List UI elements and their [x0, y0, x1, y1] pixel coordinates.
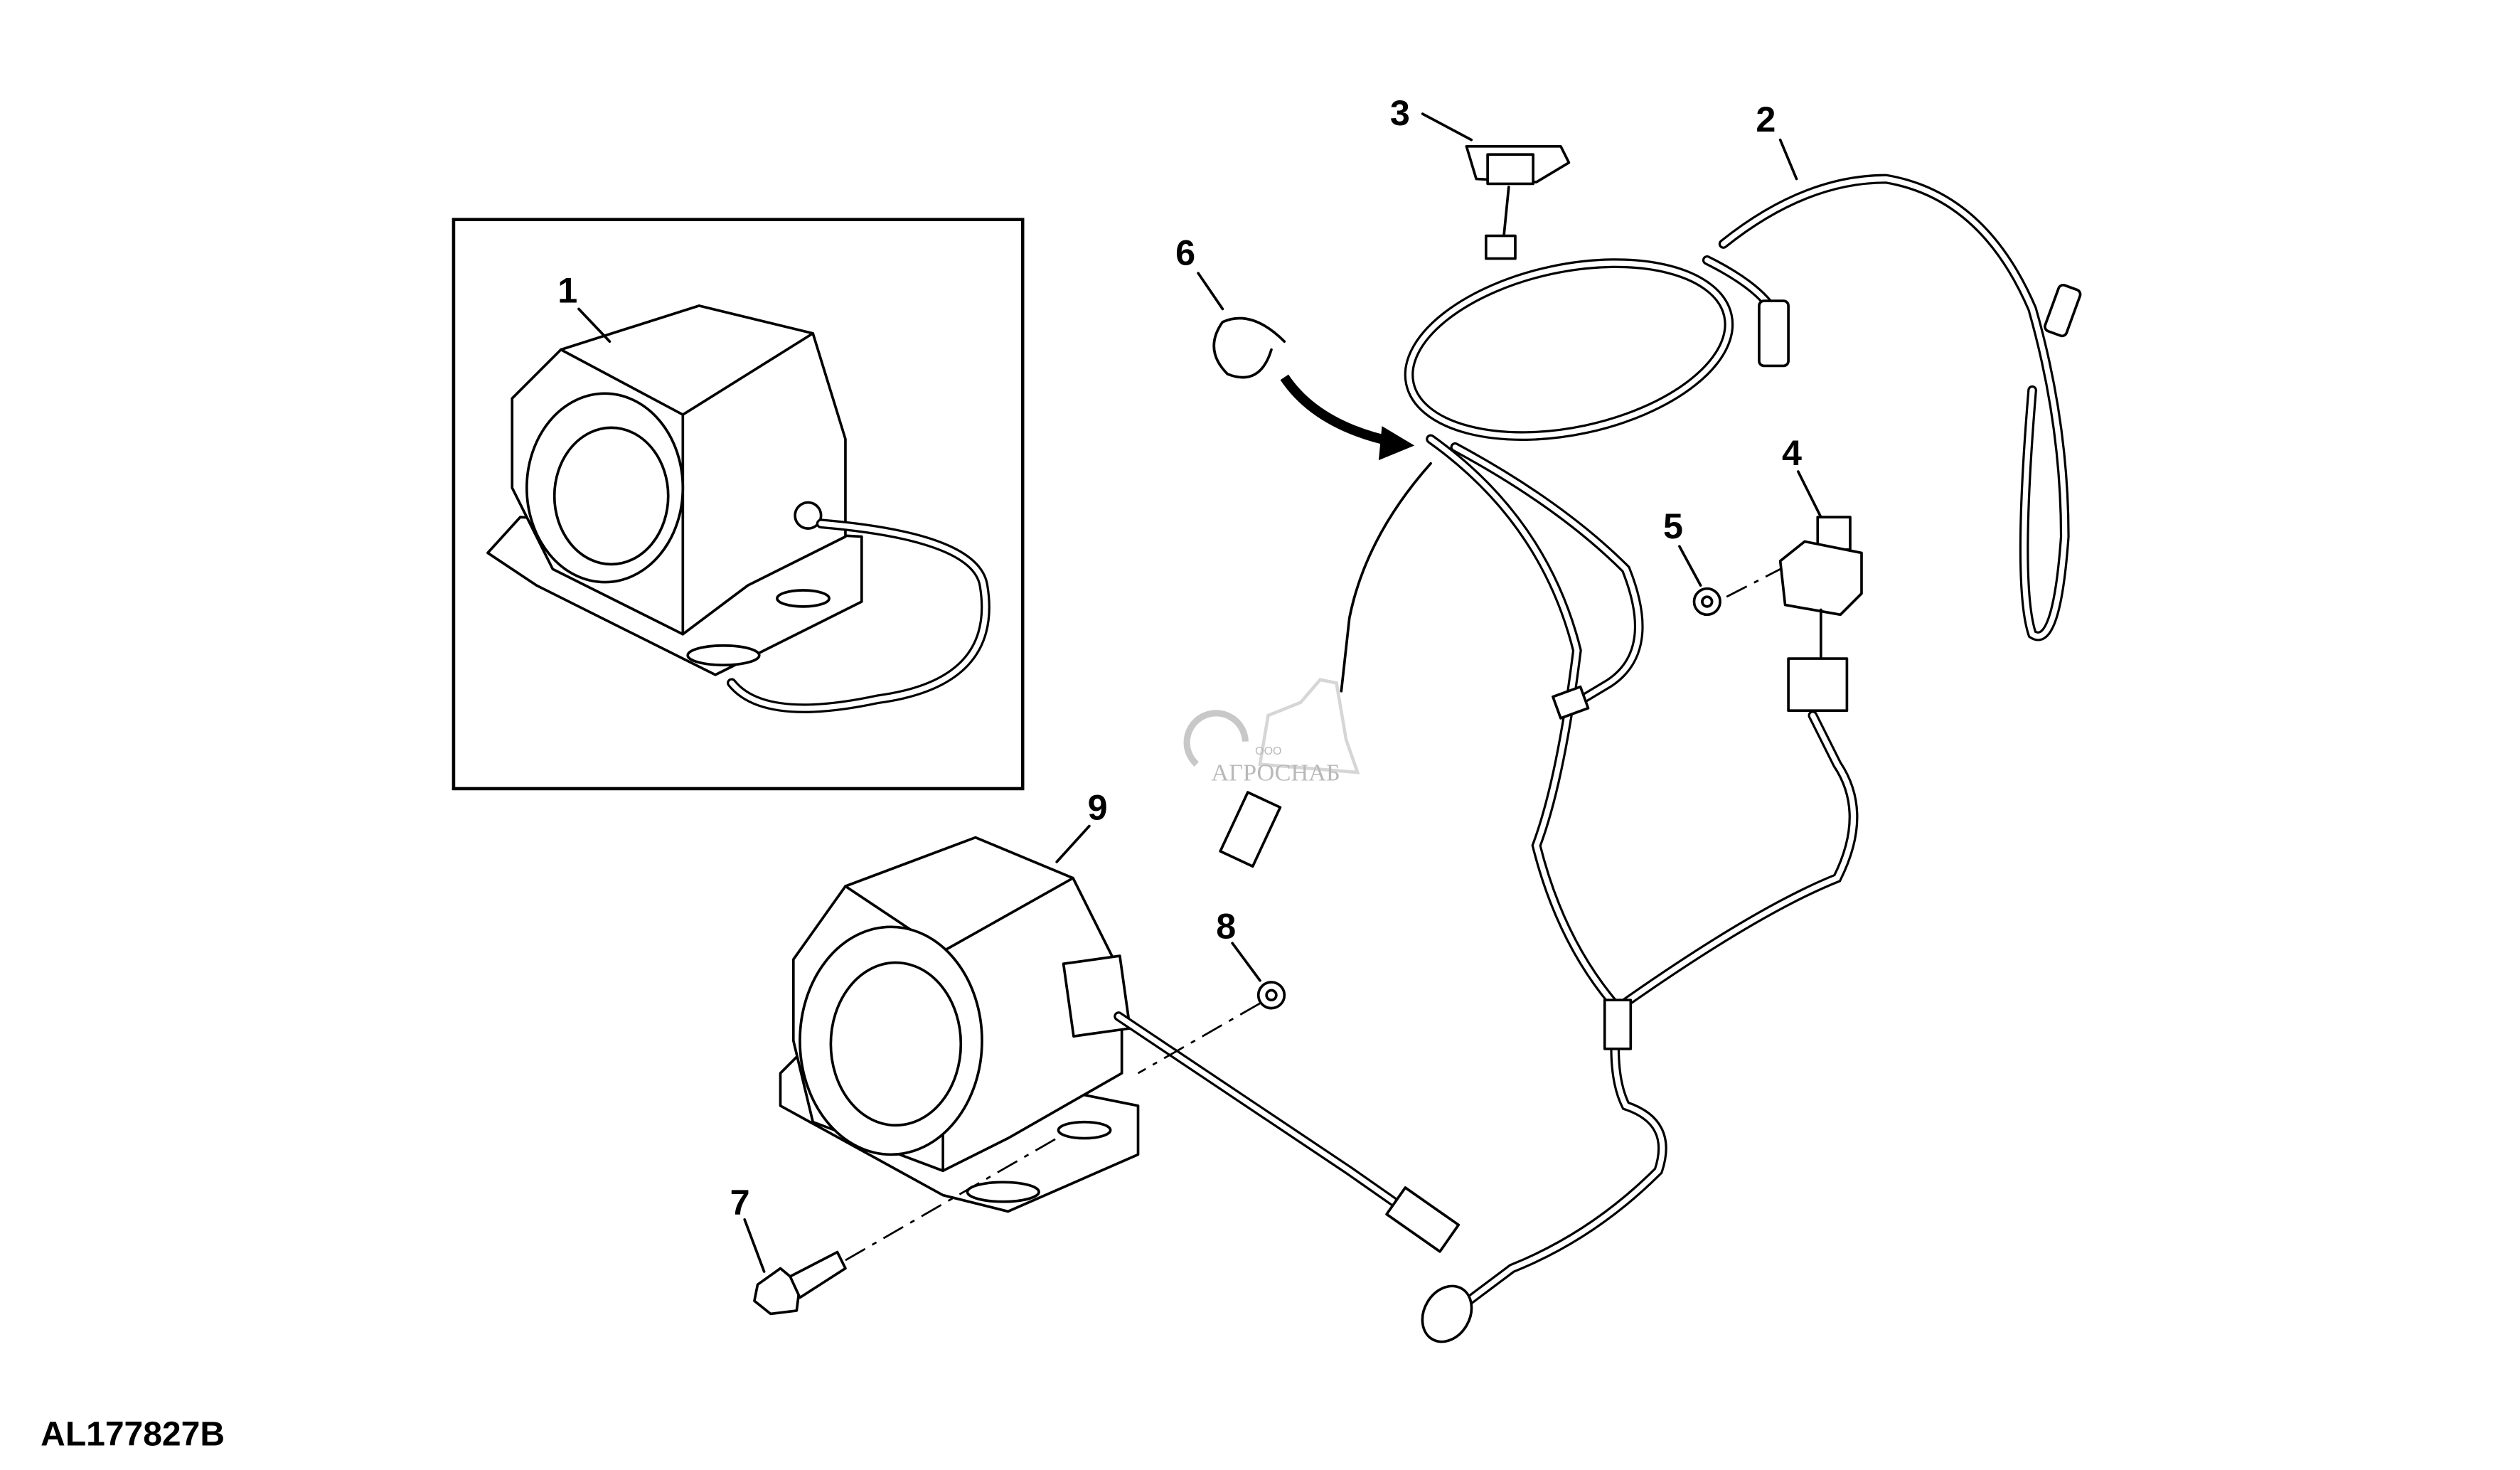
relay-nut: [1692, 587, 1721, 617]
nut: [1256, 981, 1286, 1010]
callout-1: 1: [557, 270, 577, 310]
leader-lines: [577, 112, 1822, 1273]
callout-9: 9: [1088, 787, 1108, 827]
watermark-name: АГРОСНАБ: [1211, 760, 1340, 787]
alarm-horn-inset: [486, 304, 991, 713]
watermark-logo: ООО АГРОСНАБ: [1183, 678, 1360, 787]
arrow: [1280, 374, 1397, 447]
arrow-head: [1378, 426, 1415, 461]
wiring-harness: [1340, 174, 2082, 1343]
callout-4: 4: [1782, 432, 1802, 473]
watermark-prefix: ООО: [1255, 745, 1281, 757]
tie-strap: [1212, 316, 1286, 379]
inset-frame: [452, 218, 1025, 791]
callout-6: 6: [1175, 233, 1195, 273]
bolt-axis-line: [845, 1137, 1057, 1262]
callout-8: 8: [1216, 905, 1236, 946]
figure-code: AL177827B: [41, 1416, 225, 1454]
callout-3: 3: [1390, 92, 1410, 133]
bolt: [753, 1250, 847, 1316]
connector: [1219, 791, 1282, 868]
switch: [1465, 144, 1571, 260]
alarm-horn: [779, 836, 1461, 1253]
callout-2: 2: [1756, 99, 1776, 139]
callout-7: 7: [730, 1182, 750, 1223]
relay-axis-line: [1726, 568, 1781, 598]
callout-5: 5: [1663, 506, 1683, 546]
relay: [1778, 516, 1863, 713]
